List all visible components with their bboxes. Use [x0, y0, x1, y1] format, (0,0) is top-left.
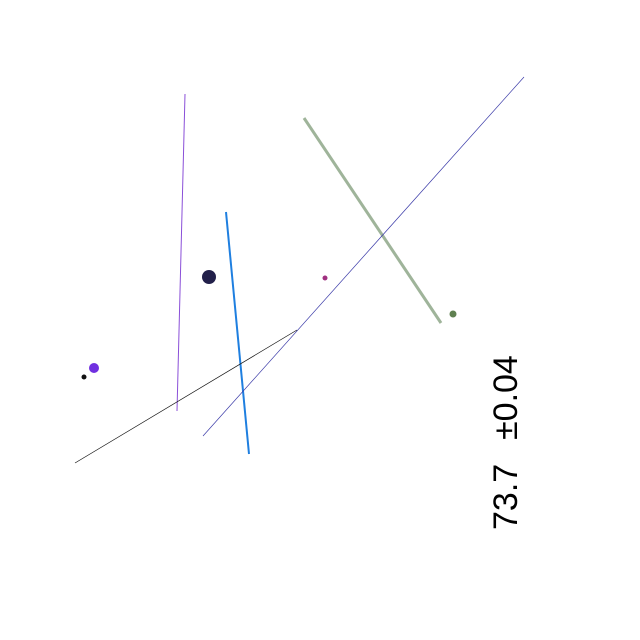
readout-label: 73.7 ±0.04	[487, 355, 525, 530]
violet-line	[176, 93, 186, 412]
sage-line	[302, 117, 443, 324]
green-dot	[449, 310, 457, 318]
navy-dot	[202, 270, 216, 284]
readout-value: 73.7	[487, 464, 525, 530]
black-line	[74, 329, 298, 464]
navy-line	[202, 76, 525, 437]
purple-dot	[89, 363, 99, 373]
magenta-dot	[322, 275, 328, 281]
black-dot	[81, 374, 87, 380]
readout-uncertainty: ±0.04	[487, 355, 525, 440]
blue-line	[225, 211, 250, 455]
